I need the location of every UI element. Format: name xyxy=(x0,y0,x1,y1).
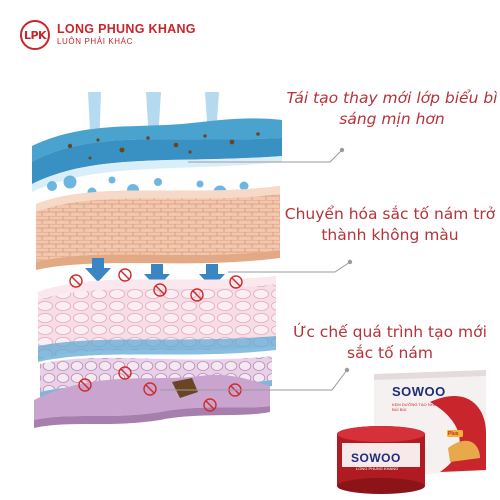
brand-name: LONG PHUNG KHANG xyxy=(57,22,196,36)
brand-logo-text: LPK xyxy=(23,28,47,42)
box-plus-badge: Plus xyxy=(448,431,459,437)
plus-badge xyxy=(447,430,463,437)
leader-dots xyxy=(339,147,353,373)
leader-lines xyxy=(160,149,351,391)
brand-logo: LPK xyxy=(20,20,50,50)
caption-convert-pigment: Chuyển hóa sắc tố nám trở thành không mà… xyxy=(284,205,496,244)
brand-slogan: LUÔN PHẢI KHÁC xyxy=(57,37,133,46)
stratum-brick-layer xyxy=(36,186,280,270)
product-illustration xyxy=(337,370,486,494)
blocked-pigment-markers xyxy=(69,268,243,412)
jar-subtitle: LONG PHUNG KHANG xyxy=(356,466,399,471)
epidermis-layer xyxy=(32,118,282,192)
box-subtitle: KEM DƯỠNG TẠO NHANG · BÚI BÙI xyxy=(392,402,445,412)
jar-brand-text: SOWOO xyxy=(351,451,401,465)
stratum-cell-layer xyxy=(38,276,276,362)
box-brand-text: SOWOO xyxy=(392,384,446,399)
down-arrows xyxy=(85,258,225,288)
caption-inhibit-pigment: Ức chế quá trình tạo mới sắc tố nám xyxy=(293,323,487,362)
product-jar xyxy=(337,426,425,494)
caption-renew-epidermis: Tái tạo thay mới lớp biểu bì sáng mịn hơ… xyxy=(286,89,498,128)
